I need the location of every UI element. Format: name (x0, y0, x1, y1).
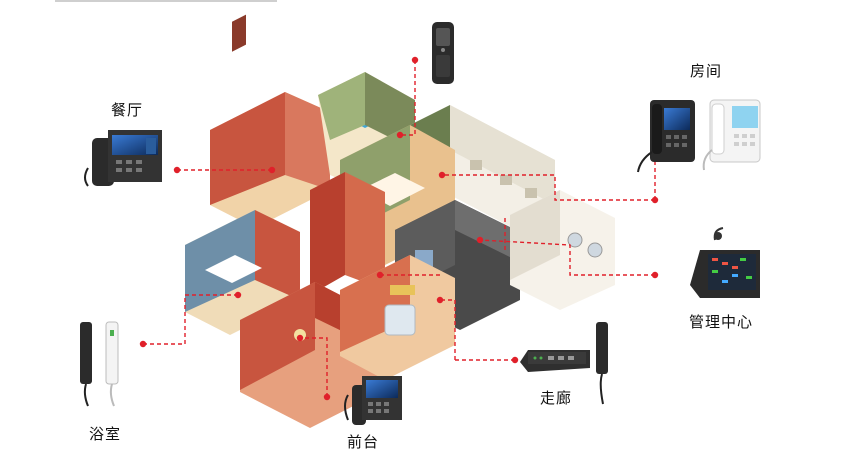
room-phone-white (702, 99, 761, 171)
label-corridor: 走廊 (540, 389, 573, 407)
corridor-gateway-device (520, 350, 590, 372)
hotel-building-illustration (185, 14, 615, 428)
restaurant-desk-phone (84, 130, 162, 187)
flip-phone-device (432, 22, 454, 84)
management-console-device (690, 227, 760, 298)
room-phone-dark (637, 100, 695, 173)
label-front-desk: 前台 (347, 433, 380, 451)
front-desk-phone (344, 376, 402, 425)
corridor-handset-device (596, 322, 608, 405)
bathroom-phone-white (105, 321, 119, 407)
top-divider (55, 0, 277, 2)
label-room: 房间 (690, 62, 723, 80)
bathroom-phone-black (80, 322, 92, 407)
label-management: 管理中心 (689, 313, 754, 331)
label-bathroom: 浴室 (89, 425, 122, 443)
label-restaurant: 餐厅 (111, 101, 144, 119)
connector-dots (139, 56, 659, 401)
